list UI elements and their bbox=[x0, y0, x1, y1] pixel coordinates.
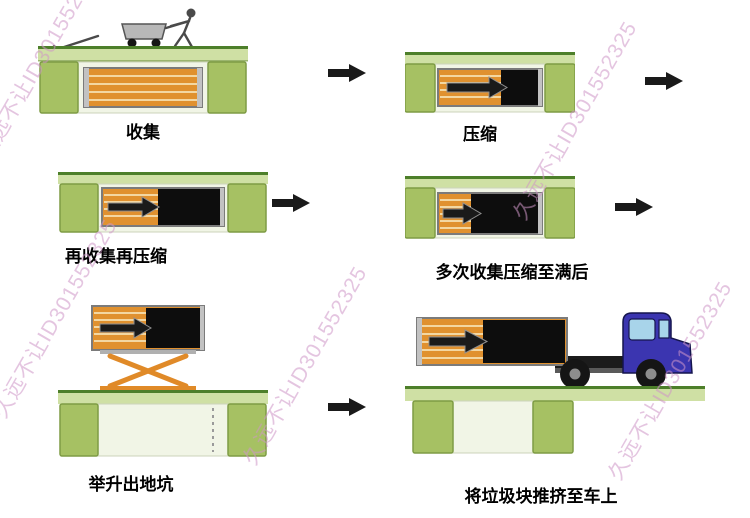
pit-recess bbox=[97, 403, 229, 457]
pit-wall-right bbox=[544, 187, 576, 239]
step-3-recompress-panel bbox=[58, 172, 268, 234]
flow-arrow-icon bbox=[328, 398, 366, 421]
step-6-label: 将垃圾块推挤至车上 bbox=[464, 487, 618, 506]
pit-recess bbox=[452, 400, 534, 454]
step-4-full-panel bbox=[404, 176, 576, 240]
pit-wall-left bbox=[412, 400, 454, 454]
ground-surface bbox=[58, 390, 268, 393]
ground-surface bbox=[58, 172, 268, 175]
push-arrow-icon bbox=[446, 76, 508, 99]
step-2-compression-panel bbox=[404, 52, 576, 114]
ground-surface bbox=[405, 176, 575, 179]
step-3-label: 再收集再压缩 bbox=[65, 247, 167, 266]
ground-surface bbox=[405, 52, 575, 55]
scissor-lift bbox=[100, 350, 196, 390]
step-2-label: 压缩 bbox=[463, 125, 497, 144]
pit-wall-left bbox=[404, 187, 436, 239]
push-arrow-icon bbox=[428, 329, 489, 354]
flow-arrow-icon bbox=[328, 64, 366, 87]
pit-wall-right bbox=[544, 63, 576, 113]
pit-wall-right bbox=[227, 403, 267, 457]
step-4-label: 多次收集压缩至满后 bbox=[435, 263, 589, 282]
pit-wall-right bbox=[227, 183, 267, 233]
lifted-container bbox=[91, 305, 205, 351]
flow-arrow-icon bbox=[272, 194, 310, 217]
pit-wall-left bbox=[39, 61, 79, 114]
compressed-waste bbox=[471, 194, 540, 233]
step-1-label: 收集 bbox=[126, 123, 160, 142]
compressed-waste bbox=[158, 189, 222, 225]
truck-loading-illustration bbox=[405, 312, 705, 454]
step-5-label: 举升出地坑 bbox=[88, 475, 174, 494]
ground-surface bbox=[38, 46, 248, 49]
compressing-container bbox=[101, 187, 225, 227]
pit-wall-right bbox=[532, 400, 574, 454]
push-arrow-icon bbox=[99, 317, 152, 339]
push-arrow-icon bbox=[442, 202, 482, 225]
push-arrow-icon bbox=[107, 196, 160, 218]
compressing-container bbox=[437, 68, 543, 107]
flow-arrow-icon bbox=[615, 198, 653, 221]
compression-illustration bbox=[404, 52, 576, 113]
step-5-lift-panel bbox=[58, 302, 268, 460]
step-1-collection-panel bbox=[38, 4, 248, 116]
full-container bbox=[437, 192, 543, 235]
compressed-waste bbox=[146, 308, 200, 348]
truck-side-window bbox=[658, 319, 670, 339]
pit-wall-right bbox=[207, 61, 247, 114]
recompress-illustration bbox=[58, 172, 268, 233]
collection-illustration bbox=[38, 8, 248, 114]
truck-window bbox=[628, 318, 656, 341]
pit-wall-left bbox=[59, 403, 99, 457]
pit-wall-left bbox=[59, 183, 99, 233]
compressed-waste bbox=[483, 320, 565, 363]
step-6-truck-panel bbox=[405, 300, 705, 468]
ground-surface bbox=[405, 386, 705, 389]
flow-arrow-icon bbox=[645, 72, 683, 95]
pushed-container bbox=[416, 317, 568, 366]
lift-illustration bbox=[58, 305, 268, 457]
pit-wall-left bbox=[404, 63, 436, 113]
full-container-illustration bbox=[404, 176, 576, 239]
worker-with-cart bbox=[52, 8, 196, 54]
empty-container bbox=[83, 67, 203, 108]
